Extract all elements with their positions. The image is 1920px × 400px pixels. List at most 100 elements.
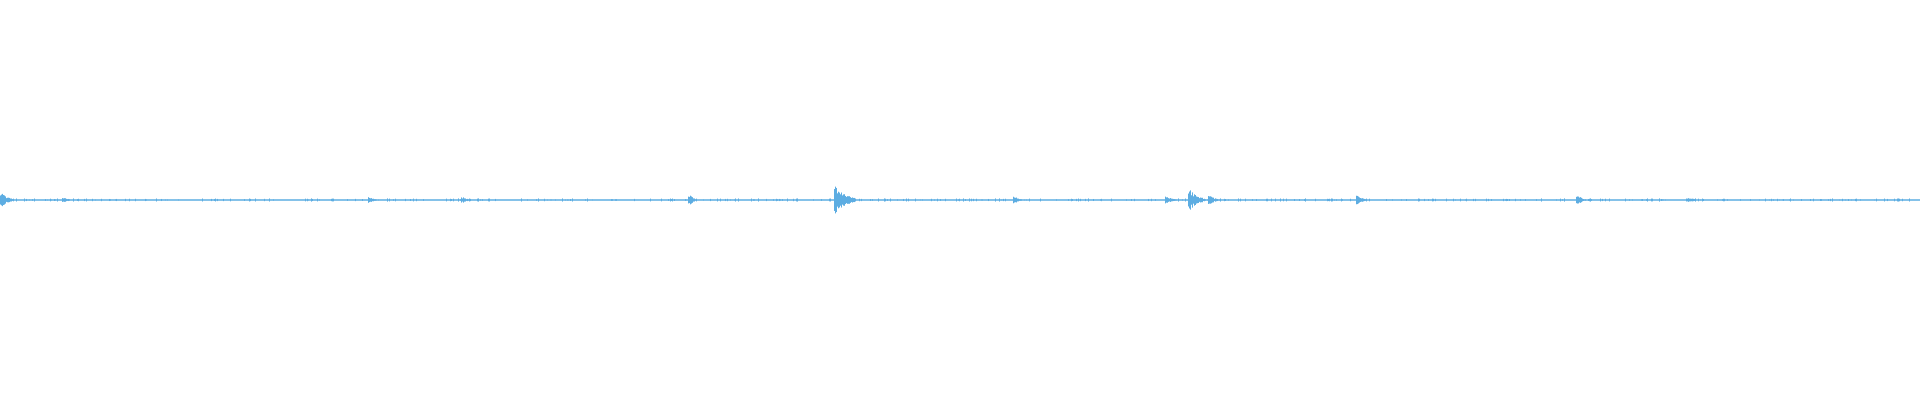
- waveform-sample: [1175, 199, 1176, 201]
- waveform-sample: [551, 199, 552, 201]
- waveform-sample: [1188, 193, 1189, 207]
- waveform-sample: [1100, 199, 1101, 201]
- waveform-sample: [1056, 199, 1057, 201]
- waveform-sample: [963, 198, 964, 202]
- waveform-sample: [1691, 198, 1692, 202]
- waveform-sample: [1219, 199, 1220, 201]
- waveform-sample: [1327, 198, 1328, 202]
- waveform-sample: [374, 199, 375, 201]
- waveform-sample: [12, 199, 13, 201]
- waveform-sample: [527, 199, 528, 201]
- waveform-sample: [57, 198, 58, 202]
- waveform-sample: [1350, 198, 1351, 202]
- waveform-sample: [1771, 198, 1772, 202]
- waveform-sample: [689, 196, 690, 204]
- waveform-sample: [10, 198, 11, 202]
- waveform-sample: [1828, 199, 1829, 201]
- waveform-sample: [1581, 197, 1582, 203]
- waveform-sample: [129, 198, 130, 202]
- waveform-sample: [77, 199, 78, 201]
- waveform-sample: [1331, 198, 1332, 202]
- waveform-sample: [1779, 199, 1780, 201]
- waveform-sample: [1583, 199, 1584, 201]
- waveform-sample: [1465, 199, 1466, 201]
- waveform-sample: [1899, 198, 1900, 202]
- waveform-sample: [1702, 198, 1703, 202]
- waveform-sample: [945, 198, 946, 202]
- waveform-sample: [934, 199, 935, 201]
- waveform-sample: [68, 198, 69, 202]
- waveform-sample: [1582, 198, 1583, 202]
- waveform-sample: [1698, 198, 1699, 202]
- waveform-sample: [1897, 198, 1898, 202]
- waveform-sample: [1197, 196, 1198, 204]
- waveform-sample: [849, 196, 850, 204]
- waveform-sample: [1283, 198, 1284, 202]
- waveform-sample: [890, 198, 891, 202]
- waveform-sample: [1647, 198, 1648, 202]
- waveform-sample: [1801, 199, 1802, 201]
- waveform-sample: [461, 197, 462, 203]
- waveform-sample: [101, 198, 102, 202]
- waveform-sample: [853, 197, 854, 203]
- waveform-sample: [1509, 198, 1510, 202]
- waveform-sample: [1173, 198, 1174, 202]
- waveform-sample: [1765, 198, 1766, 202]
- waveform-sample: [355, 198, 356, 202]
- waveform-sample: [1369, 198, 1370, 202]
- waveform-sample: [202, 198, 203, 202]
- waveform-sample: [370, 198, 371, 202]
- waveform-sample: [854, 197, 855, 203]
- waveform-sample: [1026, 199, 1027, 201]
- waveform-sample: [1005, 198, 1006, 202]
- waveform-sample: [1169, 198, 1170, 202]
- waveform-sample: [1446, 198, 1447, 202]
- waveform-sample: [125, 198, 126, 202]
- waveform-sample: [11, 198, 12, 202]
- waveform-sample: [1541, 198, 1542, 202]
- waveform-sample: [1848, 199, 1849, 201]
- waveform-sample: [1, 194, 2, 206]
- waveform-sample: [521, 198, 522, 202]
- waveform-sample: [1178, 198, 1179, 202]
- waveform-sample: [1605, 198, 1606, 202]
- waveform-sample: [1155, 199, 1156, 201]
- waveform-sample: [650, 198, 651, 202]
- waveform-sample: [13, 198, 14, 202]
- waveform-sample: [1694, 199, 1695, 201]
- waveform-sample: [1018, 198, 1019, 202]
- waveform-sample: [937, 198, 938, 202]
- waveform-sample: [1432, 198, 1433, 202]
- waveform-sample: [1360, 198, 1361, 202]
- waveform-sample: [1688, 198, 1689, 202]
- waveform-sample: [372, 198, 373, 202]
- waveform-sample: [1003, 198, 1004, 202]
- waveform-sample: [24, 198, 25, 202]
- waveform-sample: [1203, 198, 1204, 202]
- waveform-sample: [478, 198, 479, 202]
- waveform-sample: [1590, 198, 1591, 202]
- waveform-sample: [1661, 198, 1662, 202]
- waveform-sample: [661, 198, 662, 202]
- waveform-sample: [908, 198, 909, 202]
- waveform-sample: [696, 198, 697, 202]
- waveform-sample: [255, 198, 256, 202]
- waveform-sample: [1332, 198, 1333, 202]
- waveform-sample: [780, 199, 781, 201]
- waveform-sample: [562, 198, 563, 202]
- waveform-sample: [1515, 198, 1516, 202]
- waveform-sample: [1424, 198, 1425, 202]
- waveform-sample: [1830, 198, 1831, 202]
- waveform-sample: [1170, 198, 1171, 202]
- waveform-sample: [688, 196, 689, 204]
- waveform-sample: [672, 198, 673, 202]
- waveform-sample: [796, 198, 797, 202]
- waveform-sample: [8, 197, 9, 203]
- waveform-sample: [703, 199, 704, 201]
- waveform-sample: [1359, 197, 1360, 203]
- waveform-sample: [1212, 197, 1213, 203]
- waveform-sample: [852, 197, 853, 203]
- waveform-sample: [1329, 198, 1330, 202]
- waveform-sample: [1651, 198, 1652, 202]
